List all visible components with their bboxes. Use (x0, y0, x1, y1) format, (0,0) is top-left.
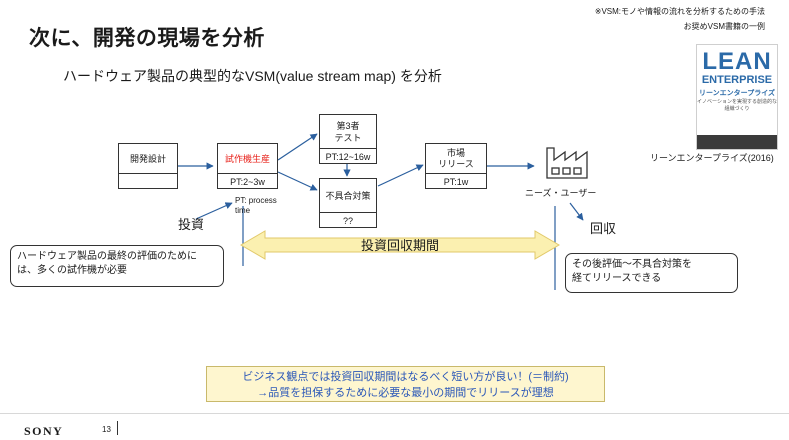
process-market-release: 市場 リリース PT:1w (425, 143, 487, 189)
callout-prototype-needed: ハードウェア製品の最終の評価のために は、多くの試作機が必要 (10, 245, 224, 287)
book-caption: リーンエンタープライズ(2016) (650, 153, 774, 163)
process-name: 開発設計 (119, 144, 177, 174)
payback-arrow (240, 230, 560, 260)
callout-release-process: その後評価～不具合対策を 経てリリースできる (565, 253, 738, 293)
payback-label: 投資回収期間 (360, 238, 439, 253)
conclusion-line-2: →品質を担保するために必要な最小の期間でリリースが理想 (257, 387, 554, 399)
arrow-prototype-to-test (277, 133, 318, 161)
book-title-3: リーンエンタープライズ (698, 90, 776, 97)
pt-note: PT: process time (235, 196, 277, 215)
process-name: 市場 リリース (426, 144, 486, 174)
book-note: お奨めVSM書籍の一例 (683, 22, 765, 31)
conclusion-line-1: ビジネス観点では投資回収期間はなるべく短い方が良い！(＝制約) (242, 371, 569, 383)
investment-label: 投資 (178, 217, 205, 232)
process-info (119, 174, 177, 189)
arrow-defect-to-release (377, 164, 424, 187)
book-title-1: LEAN (702, 48, 772, 75)
vsm-note: ※VSM:モノや情報の流れを分析するための手法 (594, 7, 765, 16)
book-title-2: ENTERPRISE (701, 74, 773, 86)
page-separator (117, 421, 118, 435)
process-name: 第3者 テスト (320, 115, 376, 149)
process-info: ?? (342, 215, 353, 226)
process-info: PT:12~16w (325, 151, 371, 162)
process-name: 不具合対策 (320, 179, 376, 213)
page-number: 13 (102, 425, 111, 434)
factory-icon (546, 147, 588, 179)
book-title-4: イノベーションを実現する創造的な組織づくり (697, 99, 777, 112)
process-third-party-test: 第3者 テスト PT:12~16w (319, 114, 377, 164)
process-defect-fix: 不具合対策 ?? (319, 178, 377, 228)
process-prototype: 試作機生産 PT:2~3w (217, 143, 278, 189)
page-subtitle: ハードウェア製品の典型的なVSM(value stream map) を分析 (63, 68, 442, 84)
page-title: 次に、開発の現場を分析 (29, 27, 265, 50)
brand-logo: SONY (24, 424, 64, 438)
process-name: 試作機生産 (218, 144, 277, 174)
conclusion-box: ビジネス観点では投資回収期間はなるべく短い方が良い！(＝制約) →品質を担保する… (206, 366, 605, 402)
process-info: PT:1w (443, 176, 469, 187)
arrow-prototype-to-defect (277, 171, 318, 191)
arrow-investment (195, 202, 233, 220)
book-cover: LEAN ENTERPRISE リーンエンタープライズ イノベーションを実現する… (696, 44, 778, 150)
process-info: PT:2~3w (230, 176, 265, 187)
book-strip (697, 135, 777, 149)
recovery-label: 回収 (590, 221, 617, 236)
footer-divider (0, 413, 789, 414)
process-dev-design: 開発設計 (118, 143, 178, 189)
users-label: ニーズ・ユーザー (525, 188, 597, 198)
arrow-recovery (569, 202, 584, 221)
